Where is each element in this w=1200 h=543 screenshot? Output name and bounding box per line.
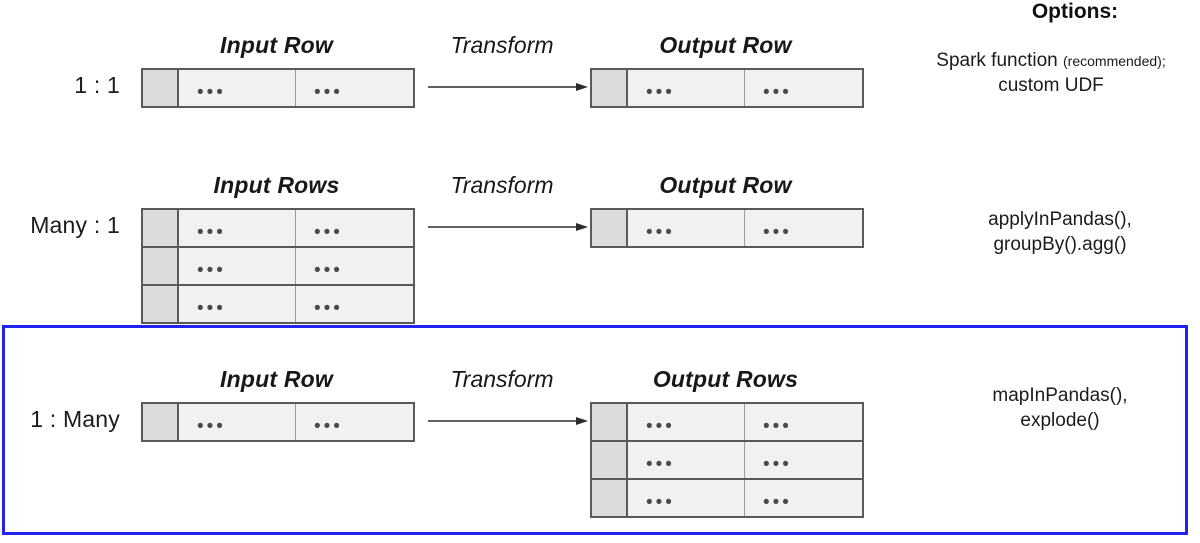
option-main-1: Spark function	[936, 50, 1058, 71]
option-main-2: applyInPandas(),	[988, 209, 1132, 230]
option-text-one-to-many: mapInPandas(), explode()	[930, 383, 1190, 433]
table-key-cell	[592, 442, 628, 478]
table-key-cell	[592, 480, 628, 516]
options-header: Options:	[1031, 0, 1119, 23]
ellipsis-placeholder: •••	[197, 222, 226, 243]
table-row: ••• •••	[143, 210, 413, 246]
table-data-cell: •••	[745, 210, 862, 246]
table-data-cell: •••	[628, 70, 745, 106]
caption-input-rows-2: Input Rows	[213, 172, 340, 198]
caption-output-row-2: Output Row	[659, 172, 792, 198]
table-data-cell: •••	[628, 404, 745, 440]
table-input-row-3: ••• •••	[141, 402, 415, 442]
caption-output-rows-3: Output Rows	[652, 366, 799, 392]
ellipsis-placeholder: •••	[646, 416, 675, 437]
table-data-cell: •••	[179, 210, 296, 246]
table-data-cell: •••	[296, 210, 413, 246]
ellipsis-placeholder: •••	[314, 298, 343, 319]
option-second-2: groupBy().agg()	[993, 234, 1127, 256]
table-data-cell: •••	[179, 286, 296, 322]
table-input-rows-2: ••• ••• ••• ••• ••• •••	[141, 208, 415, 324]
table-key-cell	[592, 210, 628, 246]
table-key-cell	[143, 248, 179, 284]
table-data-cell: •••	[296, 248, 413, 284]
transform-label-1: Transform	[450, 32, 554, 58]
table-output-rows-3: ••• ••• ••• ••• ••• •••	[590, 402, 864, 518]
table-data-cell: •••	[745, 442, 862, 478]
table-data-cell: •••	[745, 480, 862, 516]
row-label-one-to-one: 1 : 1	[74, 72, 120, 98]
table-data-cell: •••	[296, 70, 413, 106]
caption-input-row-3: Input Row	[220, 366, 333, 392]
table-key-cell	[143, 286, 179, 322]
table-key-cell	[143, 404, 179, 440]
option-text-one-to-one: Spark function (recommended); custom UDF	[905, 48, 1197, 98]
table-key-cell	[143, 70, 179, 106]
table-data-cell: •••	[628, 480, 745, 516]
ellipsis-placeholder: •••	[314, 222, 343, 243]
table-row: ••• •••	[592, 478, 862, 516]
ellipsis-placeholder: •••	[314, 416, 343, 437]
table-key-cell	[592, 70, 628, 106]
table-data-cell: •••	[628, 210, 745, 246]
table-data-cell: •••	[179, 70, 296, 106]
caption-output-row-1: Output Row	[659, 32, 792, 58]
table-key-cell	[592, 404, 628, 440]
ellipsis-placeholder: •••	[314, 260, 343, 281]
table-data-cell: •••	[745, 404, 862, 440]
table-row: ••• •••	[592, 70, 862, 106]
ellipsis-placeholder: •••	[763, 416, 792, 437]
table-data-cell: •••	[296, 404, 413, 440]
table-row: ••• •••	[592, 404, 862, 440]
ellipsis-placeholder: •••	[646, 222, 675, 243]
ellipsis-placeholder: •••	[197, 298, 226, 319]
arrow-transform-2	[428, 221, 588, 233]
table-row: ••• •••	[143, 284, 413, 322]
arrow-transform-1	[428, 81, 588, 93]
table-row: ••• •••	[592, 210, 862, 246]
ellipsis-placeholder: •••	[197, 260, 226, 281]
arrow-transform-3	[428, 415, 588, 427]
table-data-cell: •••	[296, 286, 413, 322]
table-row: ••• •••	[592, 440, 862, 478]
ellipsis-placeholder: •••	[763, 454, 792, 475]
table-data-cell: •••	[179, 248, 296, 284]
option-second-1: custom UDF	[998, 75, 1104, 97]
table-row: ••• •••	[143, 246, 413, 284]
row-label-one-to-many: 1 : Many	[30, 406, 120, 432]
table-key-cell	[143, 210, 179, 246]
ellipsis-placeholder: •••	[763, 222, 792, 243]
ellipsis-placeholder: •••	[197, 416, 226, 437]
option-main-3: mapInPandas(),	[992, 385, 1128, 406]
ellipsis-placeholder: •••	[763, 492, 792, 513]
table-row: ••• •••	[143, 404, 413, 440]
table-input-row-1: ••• •••	[141, 68, 415, 108]
option-text-many-to-one: applyInPandas(), groupBy().agg()	[930, 207, 1190, 257]
caption-input-row-1: Input Row	[220, 32, 333, 58]
table-row: ••• •••	[143, 70, 413, 106]
ellipsis-placeholder: •••	[646, 492, 675, 513]
table-output-row-2: ••• •••	[590, 208, 864, 248]
option-second-3: explode()	[1020, 410, 1100, 432]
table-output-row-1: ••• •••	[590, 68, 864, 108]
ellipsis-placeholder: •••	[646, 82, 675, 103]
ellipsis-placeholder: •••	[197, 82, 226, 103]
ellipsis-placeholder: •••	[646, 454, 675, 475]
row-label-many-to-one: Many : 1	[30, 212, 120, 238]
transform-label-3: Transform	[450, 366, 554, 392]
transform-label-2: Transform	[450, 172, 554, 198]
table-data-cell: •••	[745, 70, 862, 106]
ellipsis-placeholder: •••	[763, 82, 792, 103]
ellipsis-placeholder: •••	[314, 82, 343, 103]
table-data-cell: •••	[628, 442, 745, 478]
table-data-cell: •••	[179, 404, 296, 440]
option-note-1: (recommended);	[1063, 53, 1166, 69]
